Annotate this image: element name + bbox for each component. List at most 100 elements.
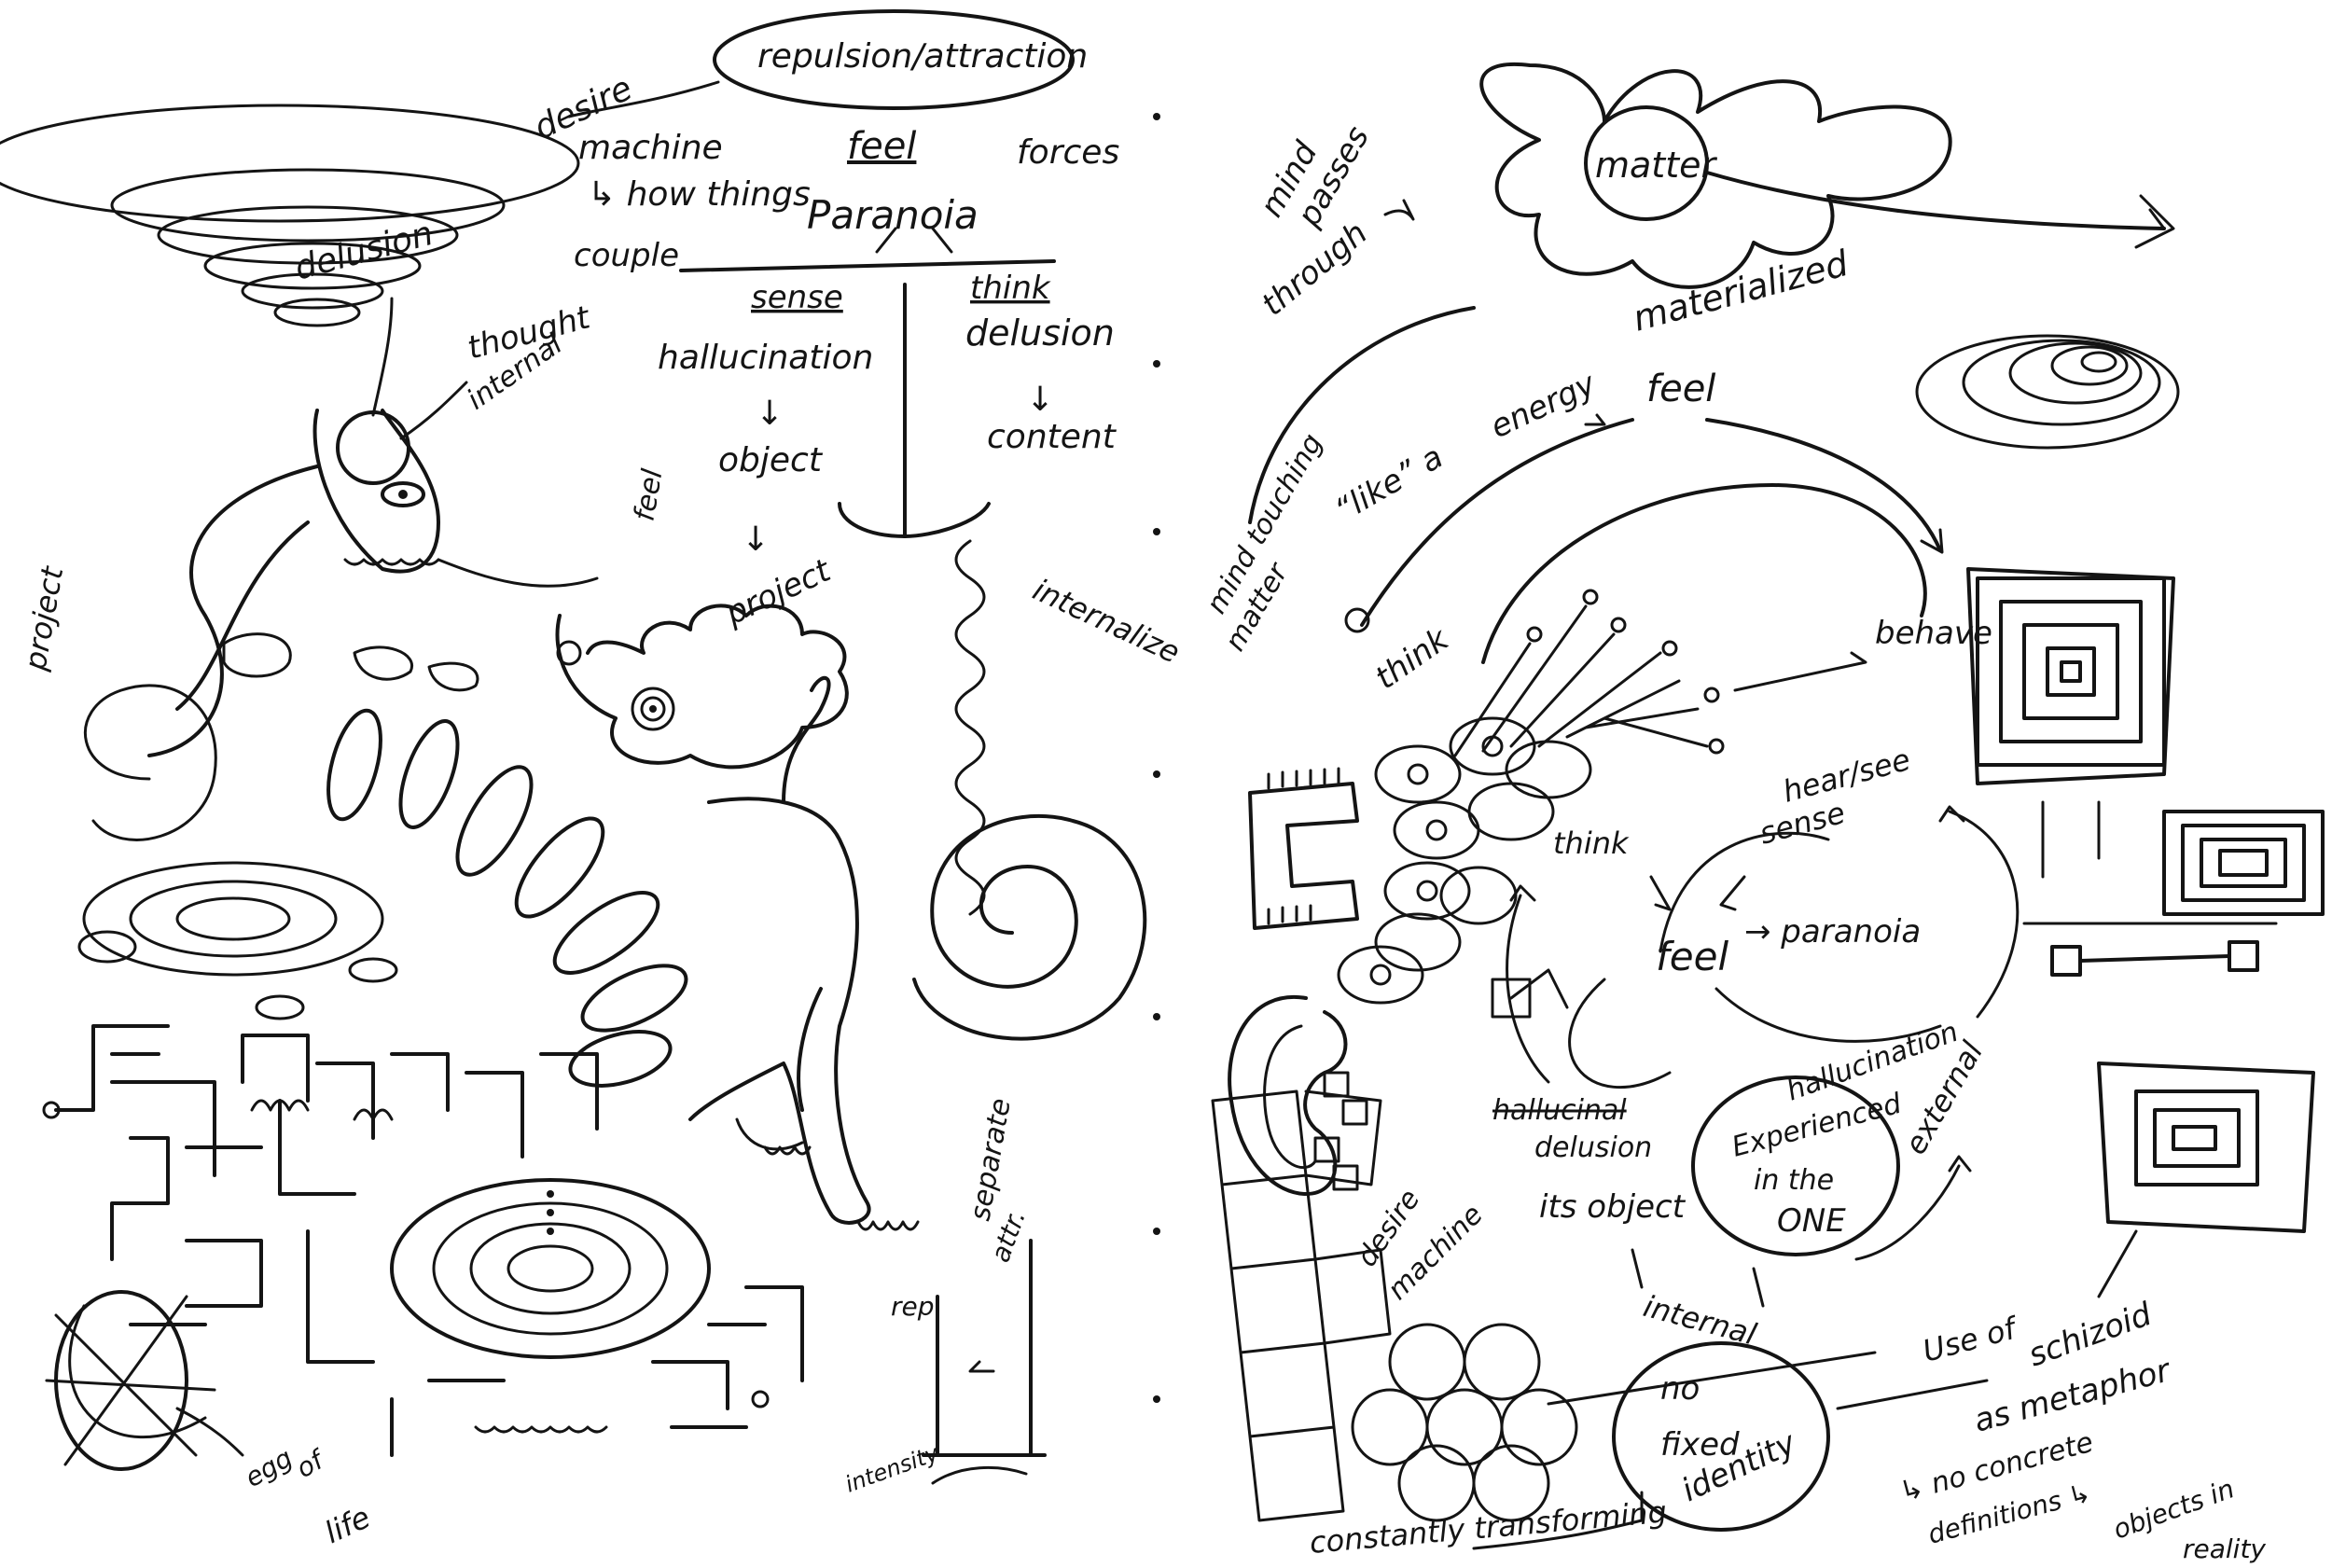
center-feel-arc-bottom bbox=[1570, 979, 1670, 1088]
internal-label-right: internal bbox=[1640, 1288, 1760, 1353]
blob-3 bbox=[429, 663, 478, 690]
arrow-down-1: ↓ bbox=[756, 395, 784, 433]
swirl-ring-2 bbox=[112, 170, 504, 241]
small-oval-2 bbox=[257, 996, 303, 1019]
big-arc-down bbox=[1483, 485, 1925, 662]
coil-line bbox=[956, 541, 984, 914]
head-stream-line bbox=[438, 560, 597, 586]
eye-cluster-pupil-5 bbox=[1371, 965, 1390, 984]
how-things-label: ↳ how things bbox=[588, 175, 811, 214]
dm-circle-1 bbox=[1390, 1325, 1464, 1399]
cloud-creature bbox=[558, 605, 847, 767]
as-metaphor-label: as metaphor bbox=[1970, 1352, 2175, 1440]
dm-circle-6 bbox=[1399, 1446, 1474, 1520]
think-header-label: think bbox=[970, 270, 1051, 307]
maze-lines-center bbox=[308, 1054, 802, 1455]
project-label-1: project bbox=[719, 551, 838, 633]
swirl-ring-1 bbox=[0, 105, 578, 221]
dog-body bbox=[690, 798, 869, 1223]
sense-header-label: sense bbox=[751, 279, 843, 316]
left-concentric-oval-3 bbox=[177, 898, 289, 939]
dog-tail bbox=[784, 678, 829, 802]
materialized-label: materialized bbox=[1629, 243, 1853, 340]
matter-oval-label: matter bbox=[1595, 145, 1717, 186]
spiral-left bbox=[85, 686, 215, 840]
crown-lines bbox=[1455, 606, 1707, 756]
binding-dot-5 bbox=[1153, 1013, 1160, 1020]
right-swirl-3 bbox=[2010, 343, 2141, 403]
binding-dot-3 bbox=[1153, 528, 1160, 535]
think-arrow-center bbox=[1651, 877, 1670, 909]
delusion-pointer-line bbox=[373, 298, 392, 415]
right-swirl-1 bbox=[1917, 336, 2178, 448]
dog-leg bbox=[798, 989, 821, 1110]
feel-underlined-label: feel bbox=[847, 125, 916, 168]
left-concentric-oval-2 bbox=[131, 881, 336, 956]
blob-2 bbox=[354, 647, 412, 679]
feel-center-label: feel bbox=[1656, 934, 1728, 979]
mind-passes-arrow bbox=[1385, 201, 1413, 219]
internalize-label: internalize bbox=[1028, 572, 1186, 671]
arrow-down-3: ↓ bbox=[742, 520, 770, 559]
binding-dot-4 bbox=[1153, 770, 1160, 778]
experienced-arrow-right bbox=[1856, 1166, 1959, 1259]
hallucinal-label: hallucinal bbox=[1492, 1094, 1627, 1127]
ripple-4 bbox=[508, 1246, 592, 1291]
forces-label: forces bbox=[1017, 133, 1119, 172]
machine-label: machine bbox=[578, 129, 723, 167]
eye-cluster-7 bbox=[1441, 867, 1516, 923]
in-the-label: in the bbox=[1754, 1164, 1834, 1197]
eye-cluster-pupil-4 bbox=[1418, 881, 1437, 900]
worm-2 bbox=[389, 714, 469, 834]
feel-small-label: feel bbox=[628, 466, 669, 524]
feel-arc-left bbox=[1362, 420, 1632, 625]
small-oval-3 bbox=[350, 959, 396, 981]
paranoia-label: Paranoia bbox=[807, 192, 979, 238]
egg-label: egg bbox=[240, 1442, 298, 1493]
crown-tip-6 bbox=[1710, 740, 1723, 753]
crown-tip-4 bbox=[1663, 642, 1676, 655]
maze-wave bbox=[252, 1101, 392, 1119]
head-outline bbox=[315, 410, 438, 572]
experienced-arrowhead bbox=[1950, 1157, 1970, 1171]
square-spiral-5 bbox=[2061, 662, 2080, 681]
square-spiral-3 bbox=[2024, 625, 2117, 718]
link-square-left bbox=[2052, 947, 2080, 975]
top-oval-label: repulsion/attraction bbox=[757, 37, 1088, 76]
ripple-1 bbox=[392, 1180, 709, 1357]
content-label: content bbox=[987, 418, 1117, 456]
ruler-box bbox=[1250, 784, 1357, 928]
rep-label: rep. bbox=[891, 1291, 942, 1322]
project-side-label: project bbox=[17, 562, 70, 673]
left-side-arc bbox=[1507, 895, 1548, 1082]
right-swirl-5 bbox=[2082, 353, 2116, 371]
tendril-1 bbox=[149, 466, 317, 756]
crown-tip-3 bbox=[1612, 618, 1625, 631]
separate-label: separate bbox=[964, 1096, 1017, 1224]
use-of-label: Use of bbox=[1919, 1310, 2023, 1369]
eye-cluster-4 bbox=[1395, 802, 1478, 858]
crown-tip-5 bbox=[1705, 688, 1718, 701]
reality-label: reality bbox=[2183, 1533, 2266, 1564]
binding-dot-1 bbox=[1153, 113, 1160, 120]
binding-dot-2 bbox=[1153, 360, 1160, 368]
matter-arrowhead bbox=[2136, 196, 2173, 247]
eye-cluster-pupil-1 bbox=[1409, 765, 1427, 784]
blob-1 bbox=[224, 634, 290, 676]
binding-dot-6 bbox=[1153, 1228, 1160, 1235]
maze-end-circle bbox=[753, 1392, 768, 1407]
center-spiral bbox=[914, 816, 1145, 1039]
creature-small-eye bbox=[558, 642, 580, 664]
dog-paws-left bbox=[737, 1119, 802, 1149]
bottom-right-box-inner-2 bbox=[2155, 1110, 2239, 1166]
ripple-dot-2 bbox=[547, 1209, 554, 1216]
eye-cluster-1 bbox=[1376, 746, 1460, 802]
thought-pointer-line bbox=[401, 382, 466, 438]
creature-eye-pupil bbox=[649, 705, 657, 713]
eye-cluster-5 bbox=[1469, 784, 1553, 840]
hear-see-label: hear/see bbox=[1779, 742, 1914, 810]
bottom-right-box-pointer bbox=[2099, 1231, 2136, 1297]
think-label-1: think bbox=[1368, 620, 1456, 698]
energy-arrow bbox=[1586, 415, 1604, 424]
